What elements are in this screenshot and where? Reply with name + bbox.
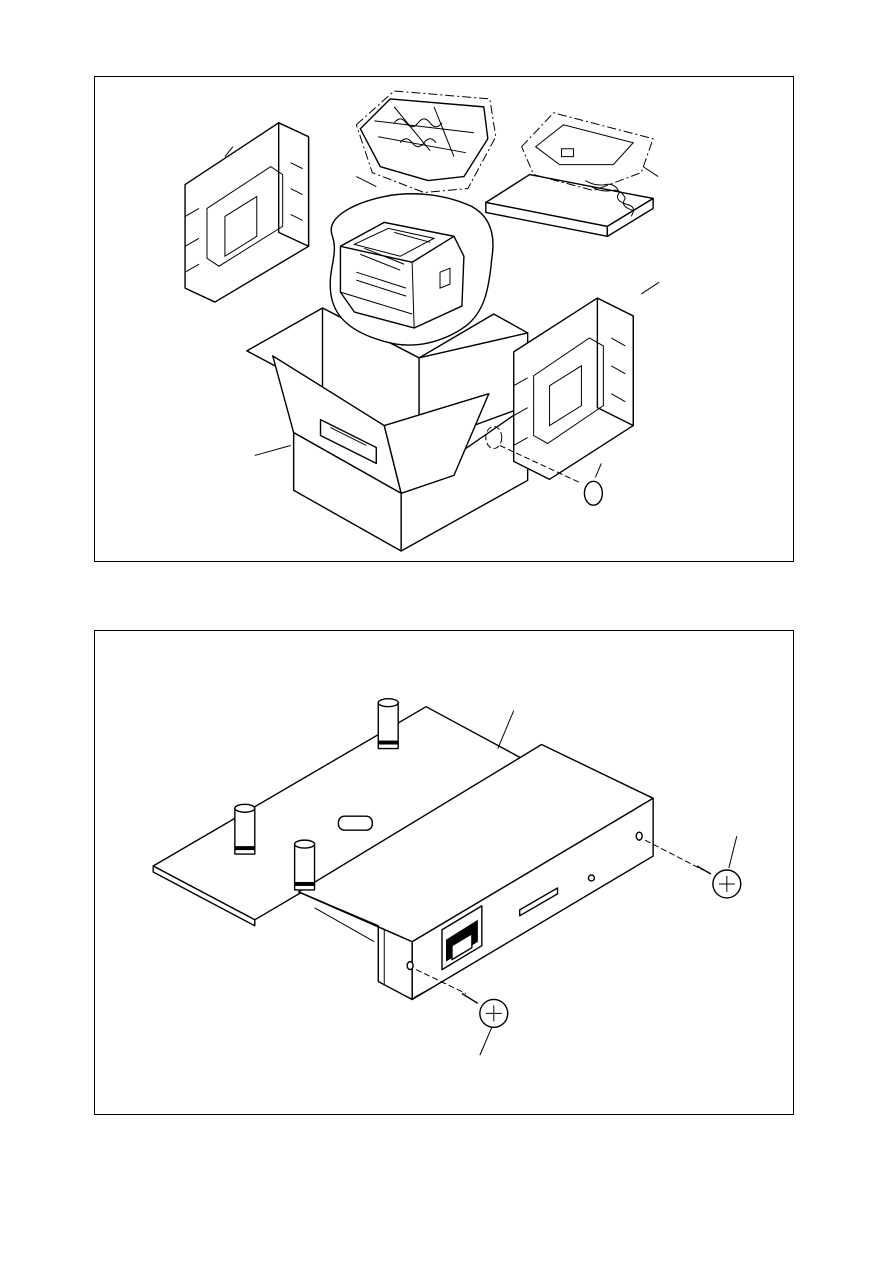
- crystal-component: [338, 816, 372, 830]
- leader-line: [643, 167, 658, 177]
- leader-line: [225, 147, 233, 157]
- screw-right: [645, 836, 741, 898]
- network-board-diagram-frame: [94, 630, 794, 1115]
- leader-line: [498, 711, 514, 749]
- label-sticker: [500, 445, 603, 505]
- standoff: [295, 840, 315, 890]
- leader-line: [641, 282, 659, 294]
- drum-unit-in-bag: [356, 91, 495, 193]
- leader-line: [480, 1027, 492, 1055]
- network-board-diagram: [95, 631, 793, 1114]
- end-cushion-left: [185, 123, 308, 302]
- end-cushion-right: [514, 282, 659, 479]
- standoff: [235, 804, 255, 854]
- carton: [247, 308, 528, 551]
- accessory-tray: [486, 113, 658, 236]
- network-board: [153, 699, 653, 1000]
- screw-bottom: [416, 970, 508, 1056]
- packing-diagram-frame: [94, 76, 794, 562]
- leader-line: [356, 177, 376, 187]
- leader-line: [595, 463, 601, 477]
- leader-line: [255, 445, 291, 455]
- leader-line: [729, 836, 737, 868]
- standoff: [378, 699, 398, 749]
- packing-diagram: [95, 77, 793, 561]
- printer-in-bag: [330, 194, 493, 345]
